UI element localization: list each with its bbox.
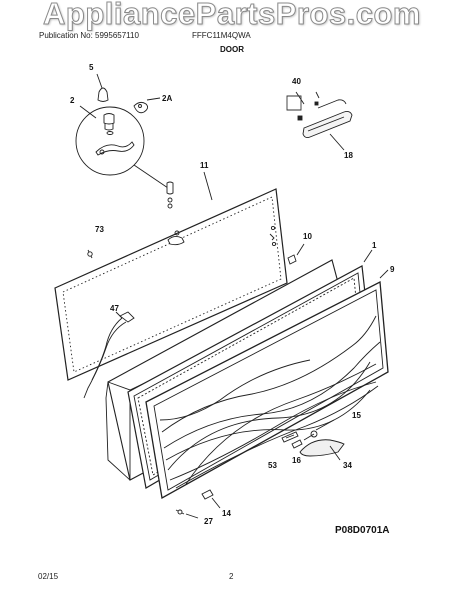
section-title: DOOR	[220, 45, 244, 54]
callout-10: 10	[303, 232, 312, 241]
part-hinge-bracket	[133, 97, 161, 114]
callout-5: 5	[89, 63, 94, 72]
part-wire-harness	[83, 311, 135, 399]
callout-2a: 2A	[162, 94, 172, 103]
callout-11: 11	[200, 161, 209, 170]
diagram-code: P08D0701A	[335, 525, 390, 536]
callout-47: 47	[110, 304, 119, 313]
callout-73: 73	[95, 225, 104, 234]
callout-15: 15	[352, 411, 361, 420]
callout-18: 18	[344, 151, 353, 160]
part-hinge-cover	[96, 73, 109, 102]
callout-2: 2	[70, 96, 75, 105]
callout-16: 16	[292, 456, 301, 465]
page-number: 2	[229, 572, 234, 581]
watermark: AppliancePartsPros.com	[43, 0, 421, 32]
callout-1: 1	[372, 241, 377, 250]
part-grommet	[287, 243, 305, 265]
callout-34: 34	[343, 461, 352, 470]
callout-53: 53	[268, 461, 277, 470]
callout-14: 14	[222, 509, 231, 518]
callout-27: 27	[204, 517, 213, 526]
part-screws	[175, 489, 221, 519]
part-lock-hardware	[281, 419, 345, 461]
part-outer-door-panel	[145, 269, 389, 500]
publication-number: Publication No: 5995657110	[39, 31, 139, 40]
footer-date: 02/15	[38, 572, 59, 581]
part-door-liner-frame	[54, 171, 288, 381]
callout-9: 9	[390, 265, 395, 274]
part-hinge-detail-circle	[75, 105, 169, 189]
callout-40: 40	[292, 77, 301, 86]
part-handle-assembly	[286, 91, 353, 151]
model-number: FFFC11M4QWA	[192, 31, 251, 40]
